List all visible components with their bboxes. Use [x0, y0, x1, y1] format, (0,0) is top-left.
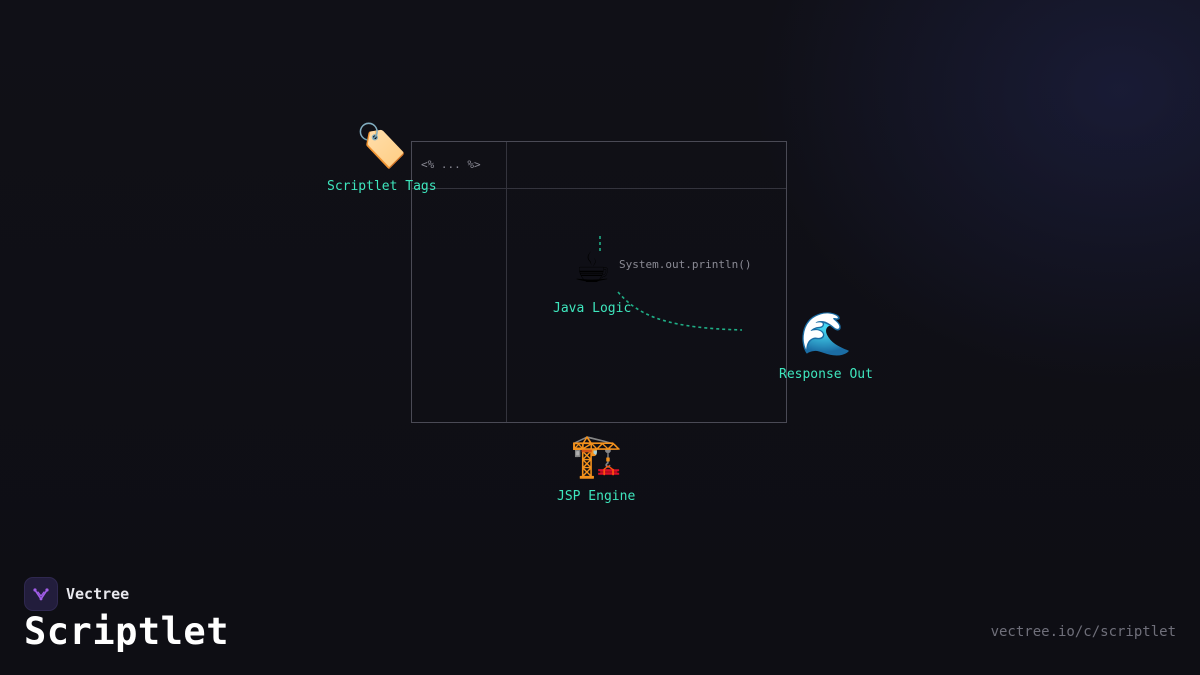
panel-code-text: <% ... %> — [421, 158, 481, 171]
node-java-logic: ☕ Java Logic — [553, 243, 631, 316]
brand-name: Vectree — [66, 585, 130, 603]
water-wave-icon: 🌊 — [799, 309, 853, 358]
code-panel: <% ... %> — [411, 141, 787, 423]
panel-divider-horizontal — [412, 188, 786, 189]
label-tag-icon: 🏷️ — [355, 121, 408, 170]
brand: Vectree — [24, 577, 129, 611]
coffee-cup-icon: ☕ — [573, 243, 611, 292]
page-url[interactable]: vectree.io/c/scriptlet — [990, 624, 1176, 640]
node-jsp-engine: 🏗️ JSP Engine — [557, 431, 635, 504]
vectree-logo-mark — [33, 588, 49, 601]
node-label: Response Out — [779, 367, 873, 382]
node-label: Java Logic — [553, 301, 632, 316]
page-title: Scriptlet — [24, 610, 229, 653]
node-label: JSP Engine — [557, 489, 636, 504]
println-annotation: System.out.println() — [619, 258, 752, 271]
node-scriptlet-tags: 🏷️ Scriptlet Tags — [327, 121, 437, 194]
node-response-out: 🌊 Response Out — [779, 309, 873, 382]
vectree-logo-icon — [24, 577, 58, 611]
construction-crane-icon: 🏗️ — [569, 431, 623, 480]
node-label: Scriptlet Tags — [327, 179, 437, 194]
panel-divider-vertical — [506, 142, 507, 422]
